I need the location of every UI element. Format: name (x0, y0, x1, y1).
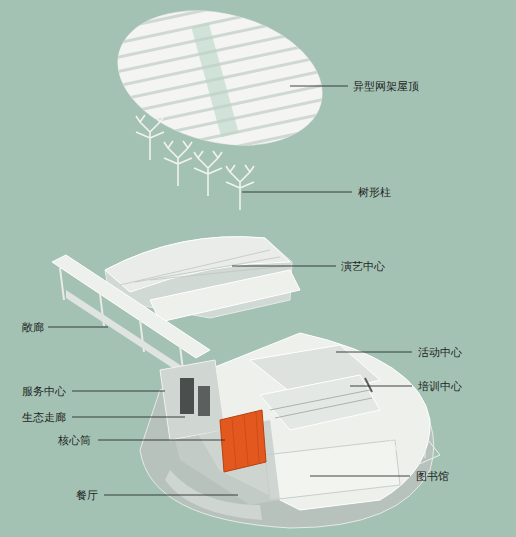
part-label: 异型网架屋顶 (353, 80, 419, 93)
part-label: 服务中心 (22, 385, 66, 398)
leader-lines (48, 86, 412, 495)
base-building (140, 333, 440, 528)
part-label: 培训中心 (418, 380, 462, 393)
part-label: 演艺中心 (341, 260, 385, 273)
roof-grid (100, 0, 340, 165)
tree-columns (136, 115, 254, 210)
part-label: 图书馆 (416, 470, 449, 483)
part-label: 敞廊 (22, 321, 44, 334)
part-label: 餐厅 (76, 489, 98, 502)
part-label: 活动中心 (418, 346, 462, 359)
part-label: 核心筒 (58, 434, 91, 447)
part-label: 生态走廊 (22, 411, 66, 424)
part-label: 树形柱 (358, 186, 391, 199)
